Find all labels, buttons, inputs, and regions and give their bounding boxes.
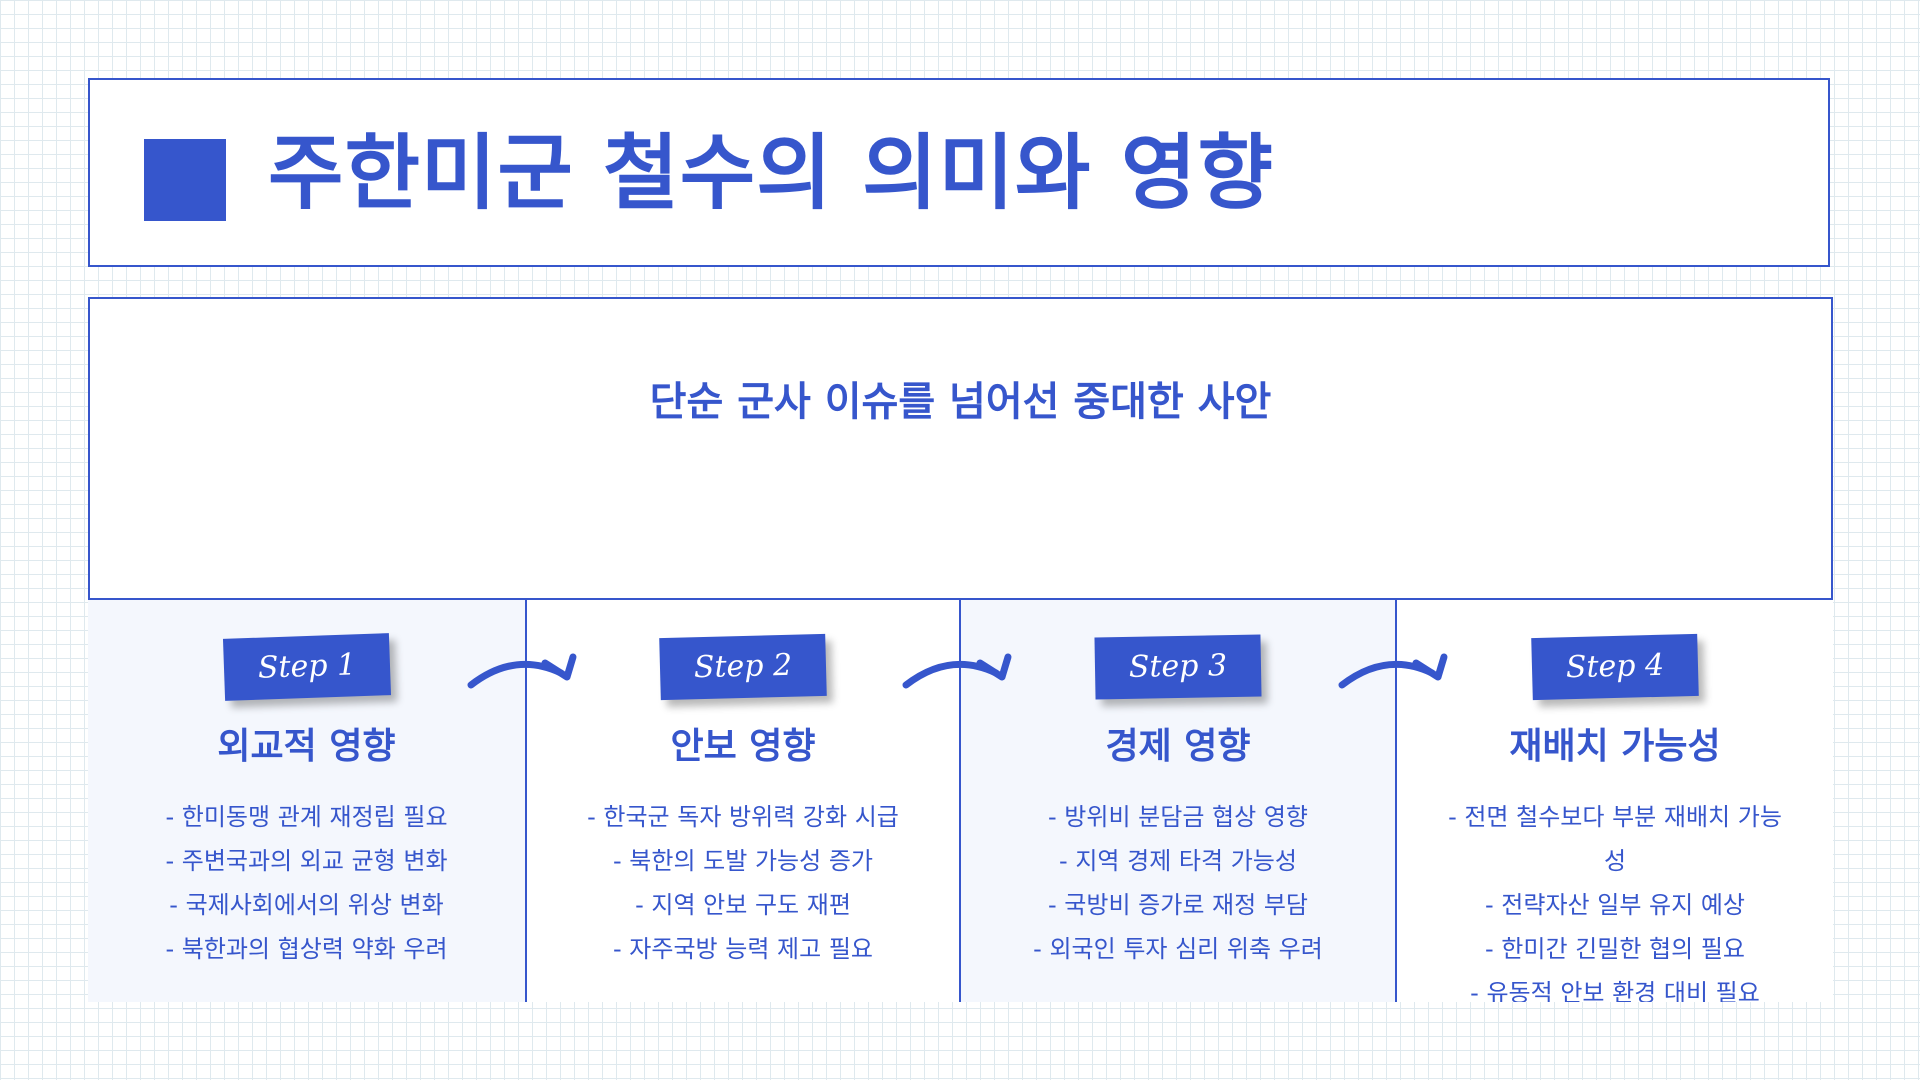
step-card-1: Step 1 외교적 영향 - 한미동맹 관계 재정립 필요 - 주변국과의 외… [88,600,525,1002]
list-item: - 한국군 독자 방위력 강화 시급 [587,803,899,831]
list-item: - 전면 철수보다 부분 재배치 가능성 [1448,803,1782,875]
list-item: - 유동적 안보 환경 대비 필요 [1470,979,1760,1002]
list-item: - 자주국방 능력 제고 필요 [613,935,873,963]
curved-arrow-icon [467,653,577,689]
step-list: - 한미동맹 관계 재정립 필요 - 주변국과의 외교 균형 변화 - 국제사회… [132,795,482,971]
curved-arrow-icon [902,653,1012,689]
step-badge: Step 1 [222,633,391,701]
step-heading: 경제 영향 [1105,726,1251,767]
page-title: 주한미군 철수의 의미와 영향 [268,126,1274,221]
step-list: - 한국군 독자 방위력 강화 시급 - 북한의 도발 가능성 증가 - 지역 … [568,795,918,971]
step-card-2: Step 2 안보 영향 - 한국군 독자 방위력 강화 시급 - 북한의 도발… [525,600,959,1002]
step-heading: 재배치 가능성 [1509,726,1721,767]
content-panel: 단순 군사 이슈를 넘어선 중대한 사안 Step 1 외교적 영향 - 한미동… [88,297,1833,1002]
list-item: - 방위비 분담금 협상 영향 [1048,803,1308,831]
curved-arrow-icon [1338,653,1448,689]
step-heading: 외교적 영향 [217,726,396,767]
step-heading: 안보 영향 [670,726,816,767]
step-badge: Step 3 [1094,634,1262,700]
list-item: - 지역 경제 타격 가능성 [1059,847,1297,875]
list-item: - 전략자산 일부 유지 예상 [1485,891,1745,919]
list-item: - 한미간 긴밀한 협의 필요 [1485,935,1745,963]
step-card-4: Step 4 재배치 가능성 - 전면 철수보다 부분 재배치 가능성 - 전략… [1395,600,1833,1002]
step-badge: Step 4 [1531,633,1699,701]
list-item: - 지역 안보 구도 재편 [635,891,851,919]
list-item: - 국제사회에서의 위상 변화 [169,891,444,919]
steps-row: Step 1 외교적 영향 - 한미동맹 관계 재정립 필요 - 주변국과의 외… [88,598,1833,1002]
step-list: - 전면 철수보다 부분 재배치 가능성 - 전략자산 일부 유지 예상 - 한… [1440,795,1790,1002]
step-list: - 방위비 분담금 협상 영향 - 지역 경제 타격 가능성 - 국방비 증가로… [1003,795,1353,971]
list-item: - 한미동맹 관계 재정립 필요 [165,803,448,831]
step-card-3: Step 3 경제 영향 - 방위비 분담금 협상 영향 - 지역 경제 타격 … [959,600,1395,1002]
list-item: - 외국인 투자 심리 위축 우려 [1033,935,1323,963]
title-banner: 주한미군 철수의 의미와 영향 [88,78,1830,267]
title-square-icon [144,139,226,221]
list-item: - 북한의 도발 가능성 증가 [613,847,873,875]
list-item: - 북한과의 협상력 약화 우려 [165,935,448,963]
list-item: - 주변국과의 외교 균형 변화 [165,847,448,875]
list-item: - 국방비 증가로 재정 부담 [1048,891,1308,919]
step-badge: Step 2 [659,633,827,701]
page-subtitle: 단순 군사 이슈를 넘어선 중대한 사안 [649,379,1272,425]
